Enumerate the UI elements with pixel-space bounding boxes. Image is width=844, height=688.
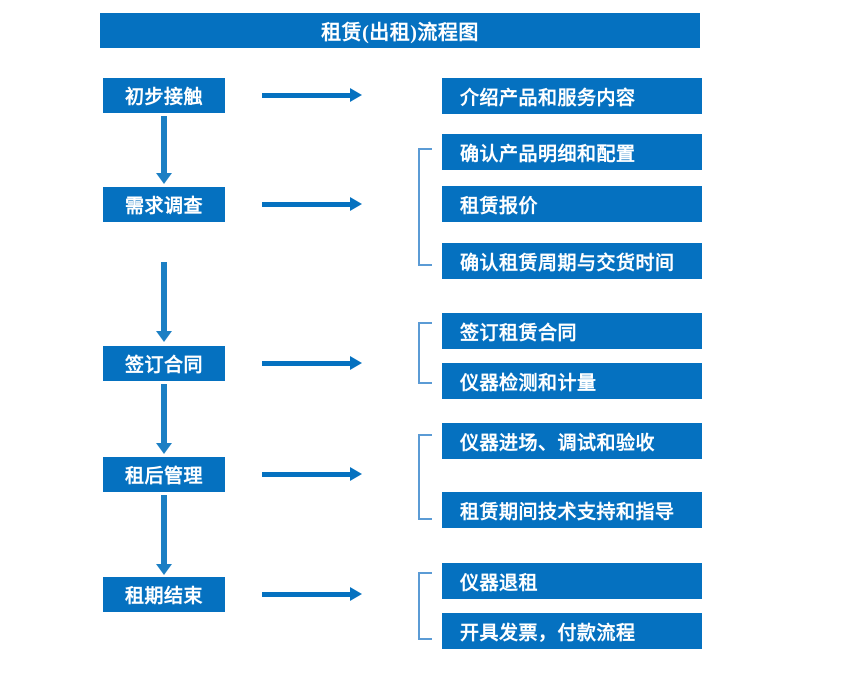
arrow-shaft	[262, 202, 351, 207]
vertical-arrow-stage3-to-stage4	[156, 384, 172, 454]
group-bracket-stage4	[418, 434, 432, 520]
detail-box-queren-zulin-zhouqi[interactable]: 确认租赁周期与交货时间	[442, 243, 702, 279]
arrow-head-down-icon	[156, 173, 172, 184]
horizontal-arrow-stage4	[262, 467, 362, 481]
arrow-head-right-icon	[350, 587, 362, 601]
stage-box-chubu-jiechu[interactable]: 初步接触	[103, 78, 225, 113]
arrow-head-right-icon	[350, 356, 362, 370]
arrow-head-right-icon	[350, 467, 362, 481]
arrow-shaft	[161, 384, 167, 444]
stage-box-zuqi-jieshu[interactable]: 租期结束	[103, 577, 225, 612]
arrow-shaft	[161, 262, 167, 332]
group-bracket-stage5	[418, 572, 432, 640]
arrow-head-down-icon	[156, 331, 172, 342]
vertical-arrow-stage1-to-stage2	[156, 116, 172, 184]
horizontal-arrow-stage3	[262, 356, 362, 370]
arrow-head-right-icon	[350, 197, 362, 211]
arrow-head-down-icon	[156, 564, 172, 575]
arrow-shaft	[262, 93, 351, 98]
arrow-shaft	[262, 592, 351, 597]
arrow-head-down-icon	[156, 443, 172, 454]
vertical-arrow-stage4-to-stage5	[156, 495, 172, 575]
arrow-head-right-icon	[350, 88, 362, 102]
group-bracket-stage3	[418, 322, 432, 384]
detail-box-zulin-baojia[interactable]: 租赁报价	[442, 186, 702, 222]
detail-box-queren-chanpin-mingxi[interactable]: 确认产品明细和配置	[442, 134, 702, 170]
detail-box-yiqi-jiance-jiliang[interactable]: 仪器检测和计量	[442, 363, 702, 399]
arrow-shaft	[161, 495, 167, 565]
group-bracket-stage2	[418, 148, 432, 266]
arrow-shaft	[262, 472, 351, 477]
vertical-arrow-stage2-to-stage3	[156, 262, 172, 342]
arrow-shaft	[161, 116, 167, 174]
horizontal-arrow-stage1	[262, 88, 362, 102]
stage-box-xuqiu-diaocha[interactable]: 需求调查	[103, 187, 225, 222]
detail-box-qianding-zulin-hetong[interactable]: 签订租赁合同	[442, 313, 702, 349]
stage-box-qianding-hetong[interactable]: 签订合同	[103, 346, 225, 381]
diagram-title: 租赁(出租)流程图	[100, 13, 700, 48]
detail-box-yiqi-tuizu[interactable]: 仪器退租	[442, 563, 702, 599]
detail-box-kaiju-fapiao[interactable]: 开具发票，付款流程	[442, 613, 702, 649]
arrow-shaft	[262, 361, 351, 366]
detail-box-jieshao-chanpin[interactable]: 介绍产品和服务内容	[442, 78, 702, 114]
horizontal-arrow-stage5	[262, 587, 362, 601]
horizontal-arrow-stage2	[262, 197, 362, 211]
detail-box-yiqi-jinchang-tiaoshi[interactable]: 仪器进场、调试和验收	[442, 423, 702, 459]
stage-box-zuhou-guanli[interactable]: 租后管理	[103, 457, 225, 492]
detail-box-zulin-qijian-jishu-zhichi[interactable]: 租赁期间技术支持和指导	[442, 492, 702, 528]
